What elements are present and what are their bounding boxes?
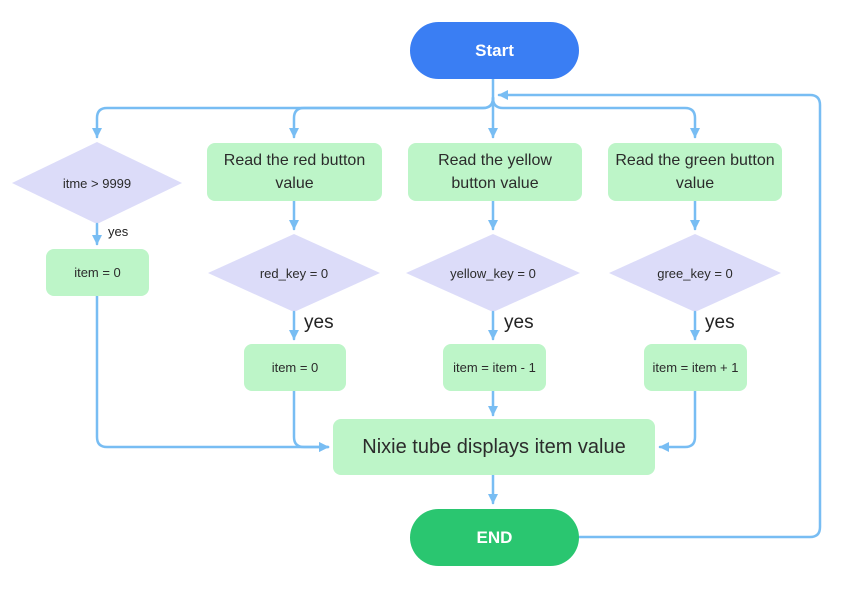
decision-item-shape: [12, 142, 182, 224]
yes-label-green: yes: [705, 312, 735, 333]
arrow-plus-to-display: [658, 389, 697, 452]
decision-red-shape: [208, 234, 380, 312]
item-decrement-box: item = item - 1: [443, 344, 546, 391]
nixie-display-box: Nixie tube displays item value: [333, 419, 655, 475]
arrow-start-to-read-red: [289, 96, 495, 139]
decision-red-label: red_key = 0: [259, 265, 329, 281]
set-item-zero-left-box: item = 0: [46, 249, 149, 296]
decision-item-label: itme > 9999: [62, 175, 132, 191]
read-green-button-box: Read the green button value: [608, 143, 782, 201]
arrow-left-zero-to-display: [95, 294, 330, 452]
decision-yellow-shape: [406, 234, 580, 312]
start-terminal: Start: [410, 22, 579, 79]
set-item-zero-red-box: item = 0: [244, 344, 346, 391]
item-increment-box: item = item + 1: [644, 344, 747, 391]
arrow-loop-back: [497, 90, 822, 539]
decision-green-label: gree_key = 0: [657, 265, 733, 281]
arrow-red-zero-to-display: [292, 389, 330, 452]
decision-green-shape: [609, 234, 781, 312]
arrow-start-to-read-green: [491, 96, 700, 139]
yes-label-red: yes: [304, 312, 334, 333]
yes-label-item: yes: [108, 224, 129, 239]
end-terminal: END: [410, 509, 579, 566]
decision-yellow-label: yellow_key = 0: [450, 265, 536, 281]
yes-label-yellow: yes: [504, 312, 534, 333]
read-red-button-box: Read the red button value: [207, 143, 382, 201]
read-yellow-button-box: Read the yellow button value: [408, 143, 582, 201]
